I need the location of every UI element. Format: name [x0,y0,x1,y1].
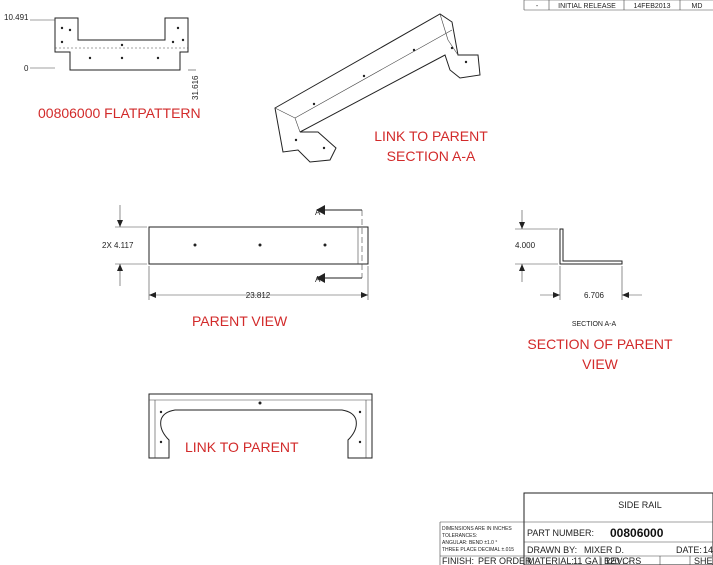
revision-rev: - [536,3,539,10]
flat-dim-right: 31.616 [191,75,200,100]
drawn-by-value: MIXER D. [584,545,624,555]
finish-label: FINISH: [442,556,474,565]
drawn-by-label: DRAWN BY: [527,545,577,555]
rev-label: REV: [604,556,625,565]
tolerance-line-2: TOLERANCES: [442,533,477,539]
material-label: MATERIAL: [527,556,574,565]
iso-link-label-line2[interactable]: SECTION A-A [386,148,476,164]
bottom-link-label[interactable]: LINK TO PARENT [185,439,299,455]
bottom-view [148,393,373,459]
parent-width-dim: 23.812 [246,291,271,300]
revision-description: INITIAL RELEASE [558,3,616,10]
date-label: DATE: [676,545,702,555]
revision-date: 14FEB2013 [634,3,671,10]
date-value: 14 [703,545,713,555]
section-caption: SECTION A-A [572,321,617,328]
section-width-dim: 6.706 [584,291,605,300]
section-of-parent-label-line2: VIEW [582,356,618,372]
revision-by: MD [692,3,703,10]
parent-view-label: PARENT VIEW [192,313,288,329]
section-marker-bottom: A [315,275,321,284]
flat-pattern-view: 10.491 0 31.616 [4,13,200,100]
iso-link-label[interactable]: LINK TO PARENT SECTION A-A [356,126,506,166]
title-block: SIDE RAIL PART NUMBER: 00806000 DRAWN BY… [439,492,713,565]
sheet-label: SHEET [694,556,713,565]
section-of-parent-label: SECTION OF PARENT VIEW [520,334,680,374]
tolerance-line-3: ANGULAR: BEND ±1.0 ° [442,540,497,546]
tolerance-line-1: DIMENSIONS ARE IN INCHES [442,526,512,532]
flat-dim-zero: 0 [24,64,29,73]
parent-height-dim: 2X 4.117 [102,241,134,250]
parent-view: 2X 4.117 23.812 A A [102,205,369,300]
section-view: 4.000 6.706 SECTION A-A [515,210,642,328]
part-number-value: 00806000 [610,526,664,540]
section-of-parent-label-line1: SECTION OF PARENT [527,336,673,352]
title-block-title: SIDE RAIL [618,500,662,510]
iso-link-label-line1[interactable]: LINK TO PARENT [374,128,488,144]
finish-value: PER ORDER [478,556,532,565]
isometric-view [274,13,481,163]
tolerance-line-4: THREE PLACE DECIMAL ±.015 [442,547,514,553]
material-value: 11 GA | 120 CRS [573,556,641,565]
rev-value: - [628,556,631,565]
flatpattern-label: 00806000 FLATPATTERN [38,105,201,121]
part-number-label: PART NUMBER: [527,528,594,538]
section-marker-top: A [315,208,321,217]
flat-dim-top: 10.491 [4,13,29,22]
section-height-dim: 4.000 [515,241,536,250]
revision-block: - INITIAL RELEASE 14FEB2013 MD [523,0,713,11]
